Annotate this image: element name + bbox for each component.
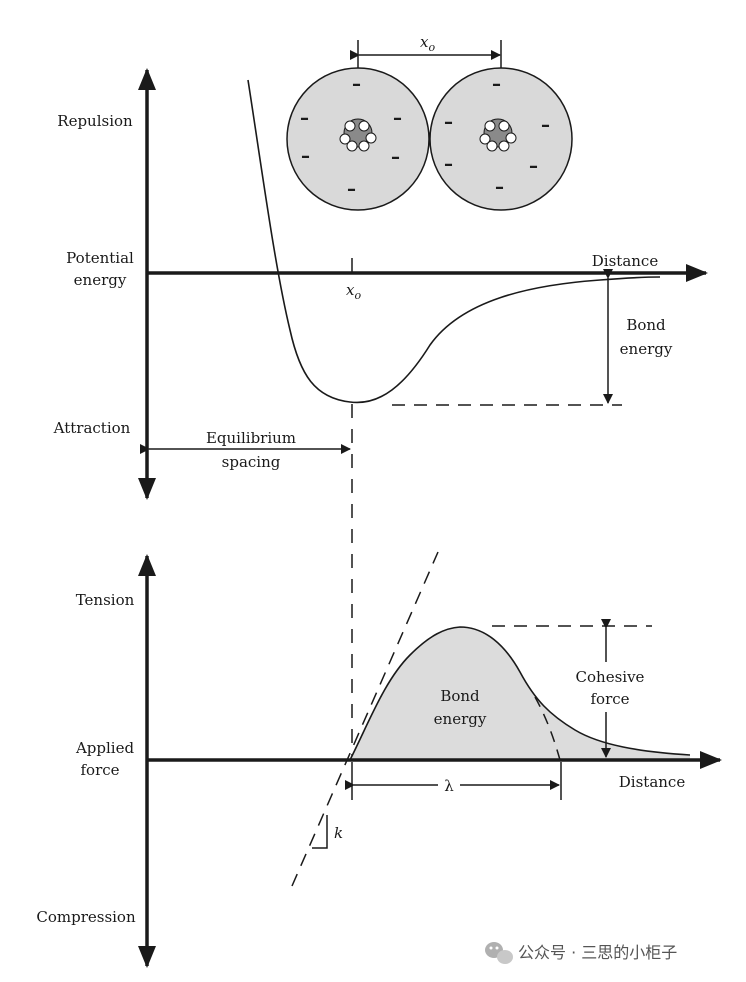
electron-left-4: – xyxy=(301,146,310,167)
nucleus-right xyxy=(479,118,517,152)
atom-gap-label: xo xyxy=(420,33,435,54)
bond-energy-label-2: energy xyxy=(620,340,673,358)
slope-k-label: k xyxy=(334,824,343,842)
electron-left-3: – xyxy=(393,108,402,129)
electron-left-6: – xyxy=(347,179,356,200)
force-curve xyxy=(349,626,691,761)
bottom-graph: Cohesive force Bond energy λ k Tension A… xyxy=(36,551,722,968)
electron-right-6: – xyxy=(495,177,504,198)
potential-energy-curve xyxy=(247,79,661,404)
electron-left-5: – xyxy=(391,147,400,168)
compression-label: Compression xyxy=(36,908,136,926)
tension-label: Tension xyxy=(76,591,135,609)
slope-triangle xyxy=(312,815,328,849)
electron-right-3: – xyxy=(541,115,550,136)
electron-right-1: – xyxy=(492,74,501,95)
lambda-label: λ xyxy=(444,777,454,795)
electron-right-4: – xyxy=(444,154,453,175)
lambda-label-bg xyxy=(438,773,460,795)
area-bond-label-1: Bond xyxy=(440,687,480,705)
bottom-distance-label: Distance xyxy=(619,773,686,791)
applied-force-label-2: force xyxy=(80,761,119,779)
cohesive-label-1: Cohesive xyxy=(576,668,645,686)
spacing-label: spacing xyxy=(222,453,281,471)
equilibrium-label: Equilibrium xyxy=(206,429,296,447)
area-bond-label-2: energy xyxy=(434,710,487,728)
bond-energy-area xyxy=(350,627,690,760)
slope-tangent xyxy=(291,551,439,887)
bond-energy-label-1: Bond xyxy=(626,316,666,334)
curve-extension-dash xyxy=(534,696,561,761)
watermark: 公众号 · 三思的小柜子 xyxy=(485,942,677,964)
cohesive-label-2: force xyxy=(590,690,629,708)
electrons: – – – – – – – – – – – – xyxy=(300,74,550,200)
top-graph: Repulsion Potential energy Attraction Di… xyxy=(53,33,708,758)
atom-pair: xo xyxy=(286,33,573,211)
electron-left-2: – xyxy=(300,108,309,129)
top-distance-label: Distance xyxy=(592,252,659,270)
watermark-text: 公众号 · 三思的小柜子 xyxy=(518,943,677,962)
electron-left-1: – xyxy=(352,74,361,95)
x0-label: xo xyxy=(346,281,361,302)
nucleus-left xyxy=(339,118,377,152)
electron-right-2: – xyxy=(444,112,453,133)
cohesive-label-bg xyxy=(570,662,646,712)
applied-force-label-1: Applied xyxy=(75,739,135,757)
attraction-label: Attraction xyxy=(53,419,131,437)
wechat-icon xyxy=(485,942,513,964)
potential-energy-label-2: energy xyxy=(74,271,127,289)
potential-energy-label-1: Potential xyxy=(66,249,134,267)
electron-right-5: – xyxy=(529,156,538,177)
repulsion-label: Repulsion xyxy=(57,112,133,130)
